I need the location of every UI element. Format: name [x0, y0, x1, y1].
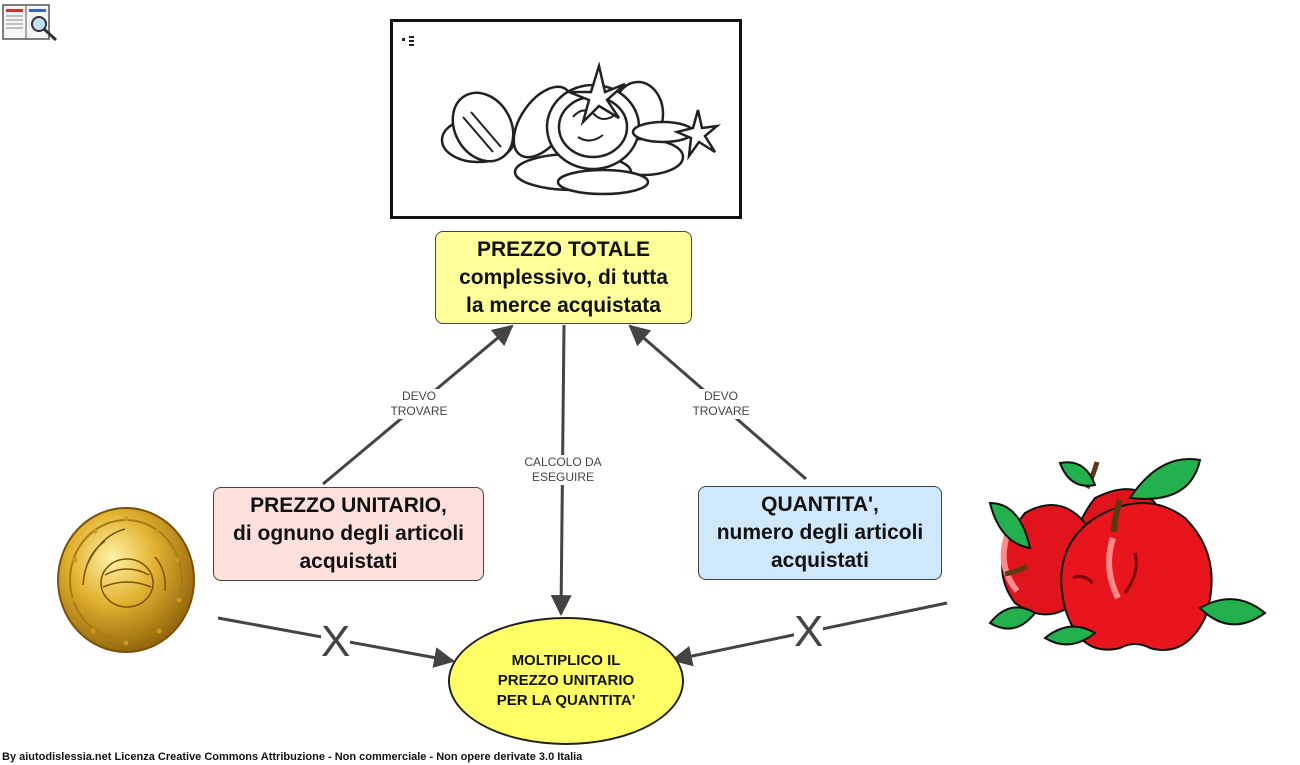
edge-label-left-line-1: DEVO — [401, 389, 436, 403]
edge-label-left-line-2: TROVARE — [390, 404, 448, 418]
moltiplico-line-2: PREZZO UNITARIO — [497, 672, 635, 689]
edge-label-center: CALCOLO DA ESEGUIRE — [518, 455, 608, 485]
prezzo-totale-node: PREZZO TOTALE complessivo, di tutta la m… — [435, 231, 692, 324]
prezzo-unitario-node: PREZZO UNITARIO, di ognuno degli articol… — [213, 487, 484, 581]
coins-image-frame — [390, 19, 742, 219]
times-symbol-left: X — [321, 617, 351, 666]
prezzo-totale-line-3: la merce acquistata — [466, 293, 661, 317]
prezzo-unitario-title: PREZZO UNITARIO, — [250, 494, 447, 517]
edge-label-right: DEVO TROVARE — [688, 389, 754, 419]
license-footer: By aiutodislessia.net Licenza Creative C… — [2, 751, 583, 763]
prezzo-totale-title: PREZZO TOTALE — [476, 237, 651, 261]
moltiplico-line-3: PER LA QUANTITA' — [496, 692, 636, 709]
prezzo-totale-line-2: complessivo, di tutta — [459, 265, 668, 289]
quantita-line-2: numero degli articoli — [716, 521, 924, 544]
book-magnifier-logo-icon — [2, 4, 58, 42]
edge-label-right-line-1: DEVO — [703, 389, 738, 403]
moltiplico-line-1: MOLTIPLICO IL — [511, 652, 621, 669]
edge-label-center-line-1: CALCOLO DA — [524, 455, 602, 469]
edge-label-center-line-2: ESEGUIRE — [531, 470, 594, 484]
prezzo-unitario-line-2: di ognuno degli articoli — [233, 522, 464, 545]
moltiplico-node: MOLTIPLICO IL PREZZO UNITARIO PER LA QUA… — [448, 617, 684, 745]
edge-label-left: DEVO TROVARE — [386, 389, 452, 419]
euro-coin-illustration — [57, 507, 195, 653]
prezzo-unitario-line-3: acquistati — [299, 550, 398, 573]
quantita-title: QUANTITA', — [761, 493, 879, 516]
quantita-node: QUANTITA', numero degli articoli acquist… — [698, 486, 942, 580]
red-apples-illustration — [988, 458, 1267, 651]
times-symbol-right: X — [794, 607, 824, 656]
quantita-line-3: acquistati — [770, 549, 870, 572]
coins-pile-illustration — [402, 36, 722, 196]
edge-label-right-line-2: TROVARE — [692, 404, 750, 418]
